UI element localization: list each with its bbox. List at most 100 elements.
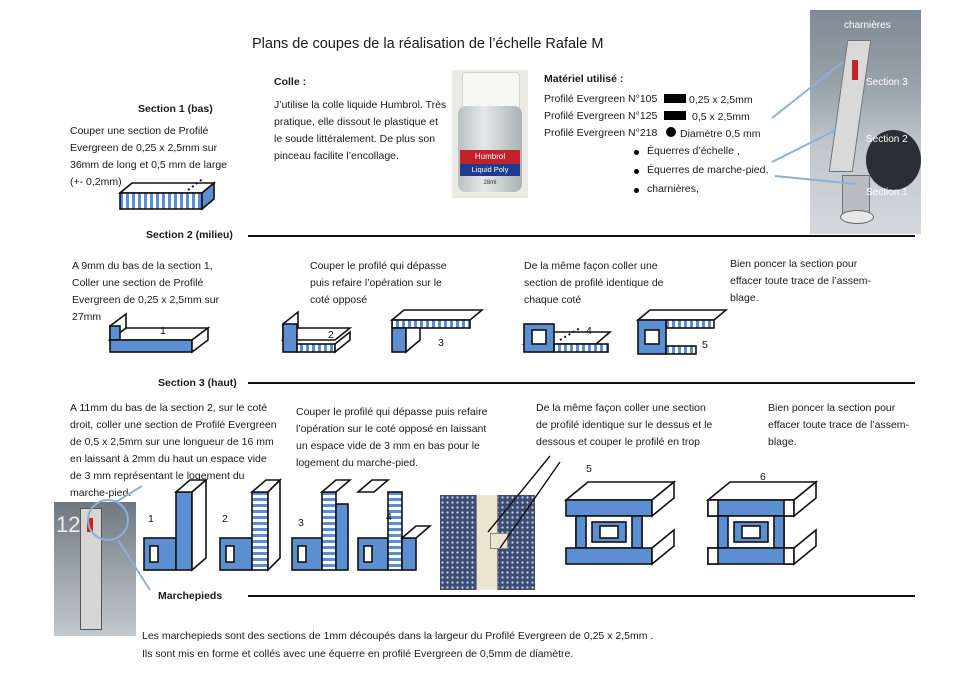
section3-text: droit, coller une section de Profilé Eve… bbox=[70, 419, 277, 431]
page-title: Plans de coupes de la réalisation de l’é… bbox=[252, 36, 604, 52]
step-number: 4 bbox=[586, 325, 592, 337]
colle-heading: Colle : bbox=[274, 76, 307, 88]
section3-text: dessous et couper le profilé en trop bbox=[536, 436, 701, 448]
colle-line: pinceau facilite l’encollage. bbox=[274, 150, 399, 162]
section3-text: De la même façon coller une section bbox=[536, 402, 706, 414]
section3-text: Couper le profilé qui dépasse puis refai… bbox=[296, 406, 488, 418]
step-number: 3 bbox=[298, 517, 304, 529]
step-number: 2 bbox=[328, 329, 334, 341]
section2-text: 27mm bbox=[72, 311, 102, 323]
step-number: 1 bbox=[160, 325, 166, 337]
section3-text: de 0,5 x 2,5mm sur une longueur de 16 mm bbox=[70, 436, 274, 448]
bottle-brand: Humbrol bbox=[460, 150, 520, 164]
materiel-item: Profilé Evergreen N°105 bbox=[544, 93, 658, 105]
section3-text: effacer toute trace de l’assem- bbox=[768, 419, 910, 431]
materiel-dim: 0,5 x 2,5mm bbox=[692, 111, 750, 123]
step-number: 2 bbox=[222, 513, 228, 525]
section2-drawing-2: 2 bbox=[280, 310, 353, 354]
materiel-dim: Diamètre 0,5 mm bbox=[680, 128, 761, 140]
section2-text: Evergreen de 0,25 x 2,5mm sur bbox=[72, 294, 220, 306]
materiel-item: Profilé Evergreen N°125 bbox=[544, 110, 658, 122]
section3-text: logement du marche-pied. bbox=[296, 457, 418, 469]
step-number: 1 bbox=[148, 513, 154, 525]
rod-swatch-icon bbox=[666, 127, 676, 137]
footstep-photo: 12 bbox=[54, 502, 136, 636]
step-number: 5 bbox=[702, 339, 708, 351]
section1-line: 36mm de long et 0,5 mm de large bbox=[70, 159, 227, 171]
section3-drawing-3: 3 bbox=[291, 479, 353, 571]
marchepieds-text: Ils sont mis en forme et collés avec une… bbox=[142, 648, 574, 660]
section3-text: blage. bbox=[768, 436, 797, 448]
materiel-bullet: charnières, bbox=[647, 183, 699, 195]
section3-text: A 11mm du bas de la section 2, sur le co… bbox=[70, 402, 268, 414]
materiel-bullet: Équerres de marche-pied, bbox=[647, 164, 769, 176]
section2-heading: Section 2 (milieu) bbox=[146, 229, 233, 241]
colle-line: J’utilise la colle liquide Humbrol. Très bbox=[274, 99, 447, 111]
section2-text: Couper le profilé qui dépasse bbox=[310, 260, 447, 272]
section3-drawing-1: 1 bbox=[143, 478, 209, 572]
callout-lines bbox=[771, 61, 858, 185]
section2-text: Bien poncer la section pour bbox=[730, 258, 858, 270]
colle-line: pratique, elle dissout le plastique et bbox=[274, 116, 439, 128]
section1-line: Evergreen de 0,25 x 2,5mm sur bbox=[70, 142, 218, 154]
bottle-label: Liquid Poly bbox=[460, 164, 520, 176]
section-divider bbox=[248, 235, 915, 237]
bullet-icon bbox=[634, 150, 639, 155]
landing-gear-photo: charnières Section 3 Section 2 Section 1 bbox=[810, 10, 921, 234]
section2-drawing-4: 4 bbox=[521, 323, 613, 353]
section2-drawing-1: 1 bbox=[107, 312, 211, 354]
bottle-volume: 28ml bbox=[483, 180, 497, 186]
section3-text: de 3 mm représentant le logement du bbox=[70, 470, 245, 482]
marchepieds-text: Les marchepieds sont des sections de 1mm… bbox=[142, 630, 654, 642]
photo-label-charnieres: charnières bbox=[844, 20, 891, 31]
section2-text: coté opposé bbox=[310, 294, 368, 306]
profile-swatch-icon bbox=[664, 94, 686, 103]
section-divider bbox=[248, 382, 915, 384]
section3-heading: Section 3 (haut) bbox=[158, 377, 237, 389]
profile-swatch-icon bbox=[664, 111, 686, 120]
step-number: 3 bbox=[438, 337, 444, 349]
section3-drawing-4: 4 bbox=[355, 479, 433, 571]
section3-text: en laissant à 2mm du haut un espace vide bbox=[70, 453, 267, 465]
materiel-dim: 0,25 x 2,5mm bbox=[689, 94, 753, 106]
step-number: 4 bbox=[386, 511, 392, 523]
section1-line: Couper une section de Profilé bbox=[70, 125, 209, 137]
section3-drawing-2: 2 bbox=[219, 478, 282, 572]
materiel-bullet: Équerres d’échelle , bbox=[647, 145, 740, 157]
section1-heading: Section 1 (bas) bbox=[138, 103, 213, 115]
section2-text: puis refaire l’opération sur le bbox=[310, 277, 442, 289]
section3-text: un espace vide de 3 mm en bas pour le bbox=[296, 440, 480, 452]
step-number: 6 bbox=[760, 471, 766, 483]
section3-drawing-5: 5 bbox=[563, 463, 677, 566]
footstep-closeup-photo bbox=[440, 495, 535, 590]
section3-text: marche-pied. bbox=[70, 487, 132, 499]
bullet-icon bbox=[634, 188, 639, 193]
section3-text: Bien poncer la section pour bbox=[768, 402, 896, 414]
materiel-heading: Matériel utilisé : bbox=[544, 73, 624, 85]
section2-text: De la même façon coller une bbox=[524, 260, 658, 272]
bullet-icon bbox=[634, 169, 639, 174]
section3-text: de profilé identique sur le dessus et le bbox=[536, 419, 713, 431]
materiel-item: Profilé Evergreen N°218 bbox=[544, 127, 658, 139]
section2-text: effacer toute trace de l’assem- bbox=[730, 275, 872, 287]
section3-drawing-6: 6 bbox=[705, 471, 819, 566]
photo-label-section3: Section 3 bbox=[866, 77, 908, 88]
marchepieds-heading: Marchepieds bbox=[158, 590, 223, 602]
photo-label-section1: Section 1 bbox=[866, 187, 908, 198]
section-divider bbox=[248, 595, 915, 597]
photo-tag: 12 bbox=[56, 512, 81, 537]
section2-text: A 9mm du bas de la section 1, bbox=[72, 260, 213, 272]
section2-text: section de profilé identique de bbox=[524, 277, 664, 289]
footstep-callouts bbox=[87, 455, 561, 591]
section2-drawing-3: 3 bbox=[389, 309, 485, 354]
section1-strip-drawing bbox=[117, 177, 217, 211]
section2-text: chaque coté bbox=[524, 294, 582, 306]
section3-text: l’opération sur le coté opposé en laissa… bbox=[296, 423, 487, 435]
colle-line: le soude littéralement. De plus son bbox=[274, 133, 436, 145]
section2-drawing-5: 5 bbox=[635, 309, 729, 355]
step-number: 5 bbox=[586, 463, 592, 475]
glue-bottle-photo: Humbrol Liquid Poly 28ml bbox=[452, 70, 528, 198]
photo-label-section2: Section 2 bbox=[866, 134, 908, 145]
section2-text: blage. bbox=[730, 292, 759, 304]
